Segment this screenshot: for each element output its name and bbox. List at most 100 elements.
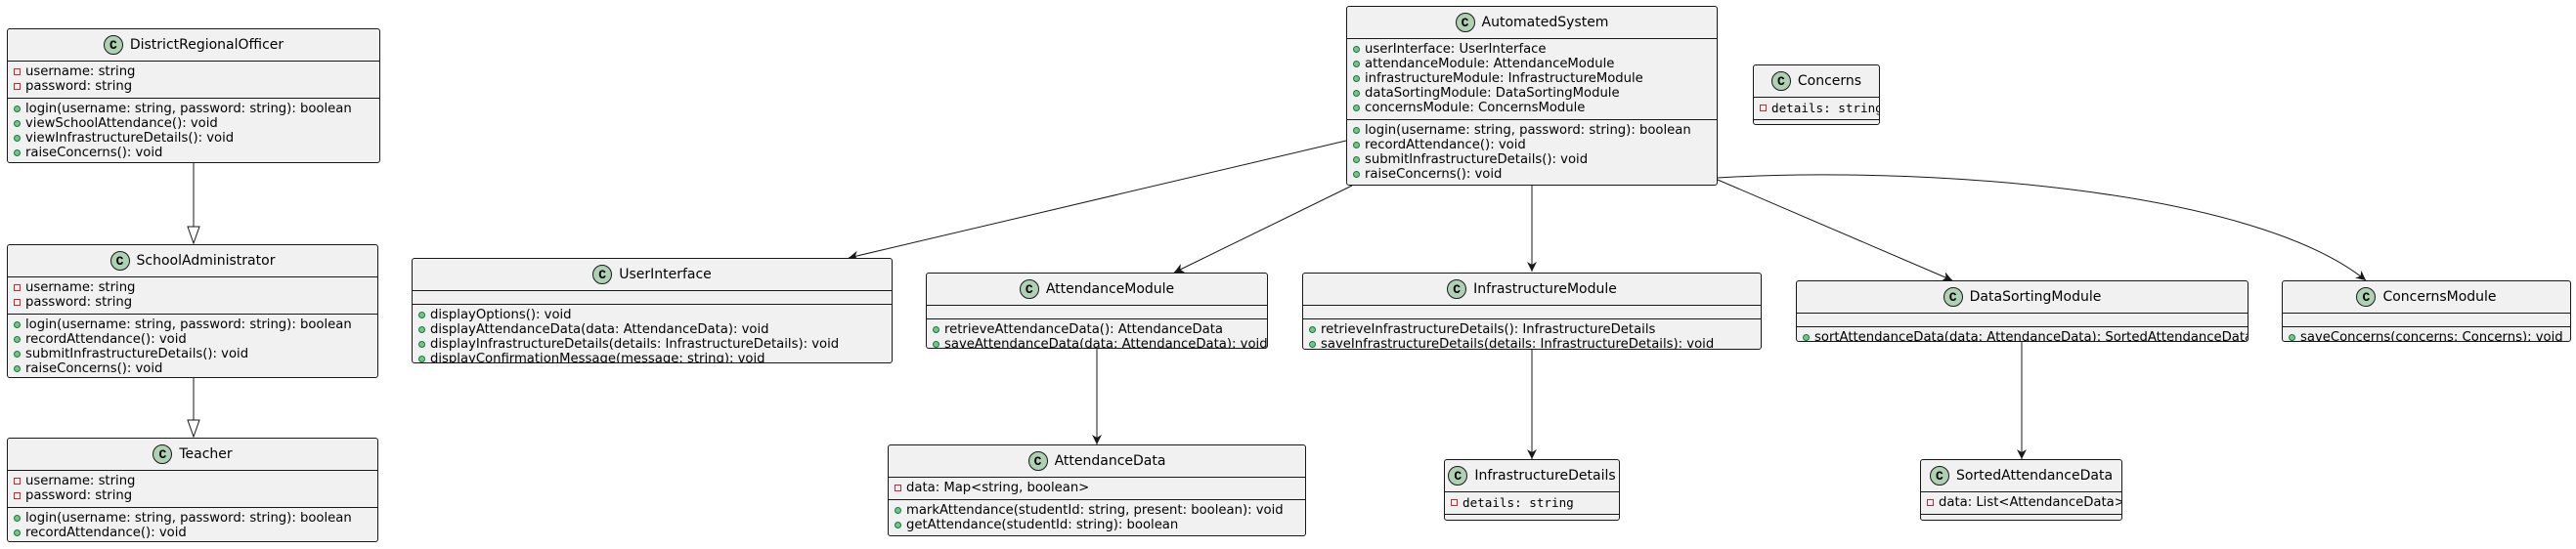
class-concerns-module: C ConcernsModule saveConcerns(concerns: Co… <box>2282 280 2571 342</box>
public-visibility-icon <box>418 356 425 362</box>
class-name: Concerns <box>1797 73 1862 89</box>
public-visibility-icon <box>933 326 939 333</box>
edge-automated-system-to-data-sorting-module <box>1717 179 1953 281</box>
class-field: password: string <box>14 79 373 94</box>
class-method: sortAttendanceData(data: AttendanceData)… <box>1803 330 2248 341</box>
methods-section: sortAttendanceData(data: AttendanceData)… <box>1797 326 2248 341</box>
private-visibility-icon <box>14 83 21 90</box>
private-visibility-icon <box>14 299 21 306</box>
methods-section: login(username: string, password: string… <box>8 507 377 541</box>
member-text: recordAttendance(): void <box>25 332 187 347</box>
class-name: Teacher <box>179 446 233 462</box>
class-field: username: string <box>14 474 371 488</box>
member-text: attendanceModule: AttendanceModule <box>1365 57 1615 71</box>
class-stereotype-icon: C <box>109 251 130 271</box>
private-visibility-icon <box>1927 499 1934 506</box>
public-visibility-icon <box>418 341 425 348</box>
public-visibility-icon <box>1803 334 1810 341</box>
class-method: displayAttendanceData(data: AttendanceDa… <box>418 322 886 337</box>
class-method: recordAttendance(): void <box>1353 138 1711 152</box>
public-visibility-icon <box>895 507 901 514</box>
class-field: dataSortingModule: DataSortingModule <box>1353 86 1711 101</box>
class-header: C ConcernsModule <box>2283 281 2570 314</box>
class-method: login(username: string, password: string… <box>14 511 371 526</box>
member-text: sortAttendanceData(data: AttendanceData)… <box>1814 330 2249 342</box>
class-name: DistrictRegionalOfficer <box>129 37 284 53</box>
member-text: login(username: string, password: string… <box>25 102 352 116</box>
class-stereotype-icon: C <box>1455 13 1475 32</box>
edge-automated-system-to-attendance-module <box>1173 185 1353 274</box>
private-visibility-icon <box>1451 499 1458 506</box>
public-visibility-icon <box>14 120 21 127</box>
class-name: SortedAttendanceData <box>1955 468 2114 484</box>
edge-teacher-to-school-administrator <box>187 378 200 439</box>
member-text: dataSortingModule: DataSortingModule <box>1365 86 1620 101</box>
fields-section: data: Map<string, boolean> <box>889 478 1305 499</box>
member-text: data: Map<string, boolean> <box>906 481 1090 495</box>
class-stereotype-icon: C <box>2356 287 2377 307</box>
member-text: getAttendance(studentId: string): boolea… <box>906 518 1179 532</box>
member-text: password: string <box>25 295 133 310</box>
public-visibility-icon <box>1353 171 1360 178</box>
class-method: saveInfrastructureDetails(details: Infra… <box>1309 337 1755 350</box>
class-field: infrastructureModule: InfrastructureModu… <box>1353 71 1711 86</box>
methods-section: retrieveInfrastructureDetails(): Infrast… <box>1303 318 1761 350</box>
public-visibility-icon <box>1353 156 1360 163</box>
public-visibility-icon <box>1353 127 1360 134</box>
member-text: displayAttendanceData(data: AttendanceDa… <box>430 322 769 337</box>
class-name: ConcernsModule <box>2382 289 2497 305</box>
public-visibility-icon <box>1309 326 1316 333</box>
class-method: viewSchoolAttendance(): void <box>14 116 373 131</box>
member-text: saveInfrastructureDetails(details: Infra… <box>1321 337 1715 350</box>
member-text: password: string <box>25 79 133 94</box>
class-method: retrieveInfrastructureDetails(): Infrast… <box>1309 322 1755 337</box>
class-name: DataSortingModule <box>1969 289 2102 305</box>
class-field: password: string <box>14 488 371 503</box>
public-visibility-icon <box>1353 61 1360 67</box>
public-visibility-icon <box>14 529 21 536</box>
member-text: data: List<AttendanceData> <box>1939 495 2122 510</box>
methods-section: saveConcerns(concerns: Concerns): void <box>2283 326 2570 341</box>
class-stereotype-icon: C <box>1027 451 1048 471</box>
class-method: recordAttendance(): void <box>14 526 371 540</box>
member-text: displayOptions(): void <box>430 308 572 322</box>
fields-section: details: string <box>1754 98 1879 119</box>
public-visibility-icon <box>14 336 21 343</box>
class-field: concernsModule: ConcernsModule <box>1353 101 1711 115</box>
member-text: username: string <box>25 280 136 295</box>
private-visibility-icon <box>14 478 21 485</box>
class-field: data: Map<string, boolean> <box>895 481 1299 495</box>
member-text: submitInfrastructureDetails(): void <box>25 347 249 361</box>
class-stereotype-icon: C <box>1447 279 1467 299</box>
class-method: getAttendance(studentId: string): boolea… <box>895 518 1299 532</box>
methods-section <box>1921 514 2121 520</box>
member-text: login(username: string, password: string… <box>25 511 352 526</box>
fields-section <box>2283 314 2570 326</box>
member-text: submitInfrastructureDetails(): void <box>1365 152 1589 167</box>
class-method: login(username: string, password: string… <box>14 102 373 116</box>
methods-section: login(username: string, password: string… <box>8 98 379 162</box>
member-text: concernsModule: ConcernsModule <box>1365 101 1586 115</box>
public-visibility-icon <box>14 135 21 142</box>
member-text: recordAttendance(): void <box>1365 138 1526 152</box>
public-visibility-icon <box>1353 75 1360 82</box>
edge-automated-system-to-user-interface <box>848 140 1347 261</box>
member-text: infrastructureModule: InfrastructureModu… <box>1365 71 1643 86</box>
member-text: viewInfrastructureDetails(): void <box>25 131 235 146</box>
member-text: raiseConcerns(): void <box>25 361 163 376</box>
